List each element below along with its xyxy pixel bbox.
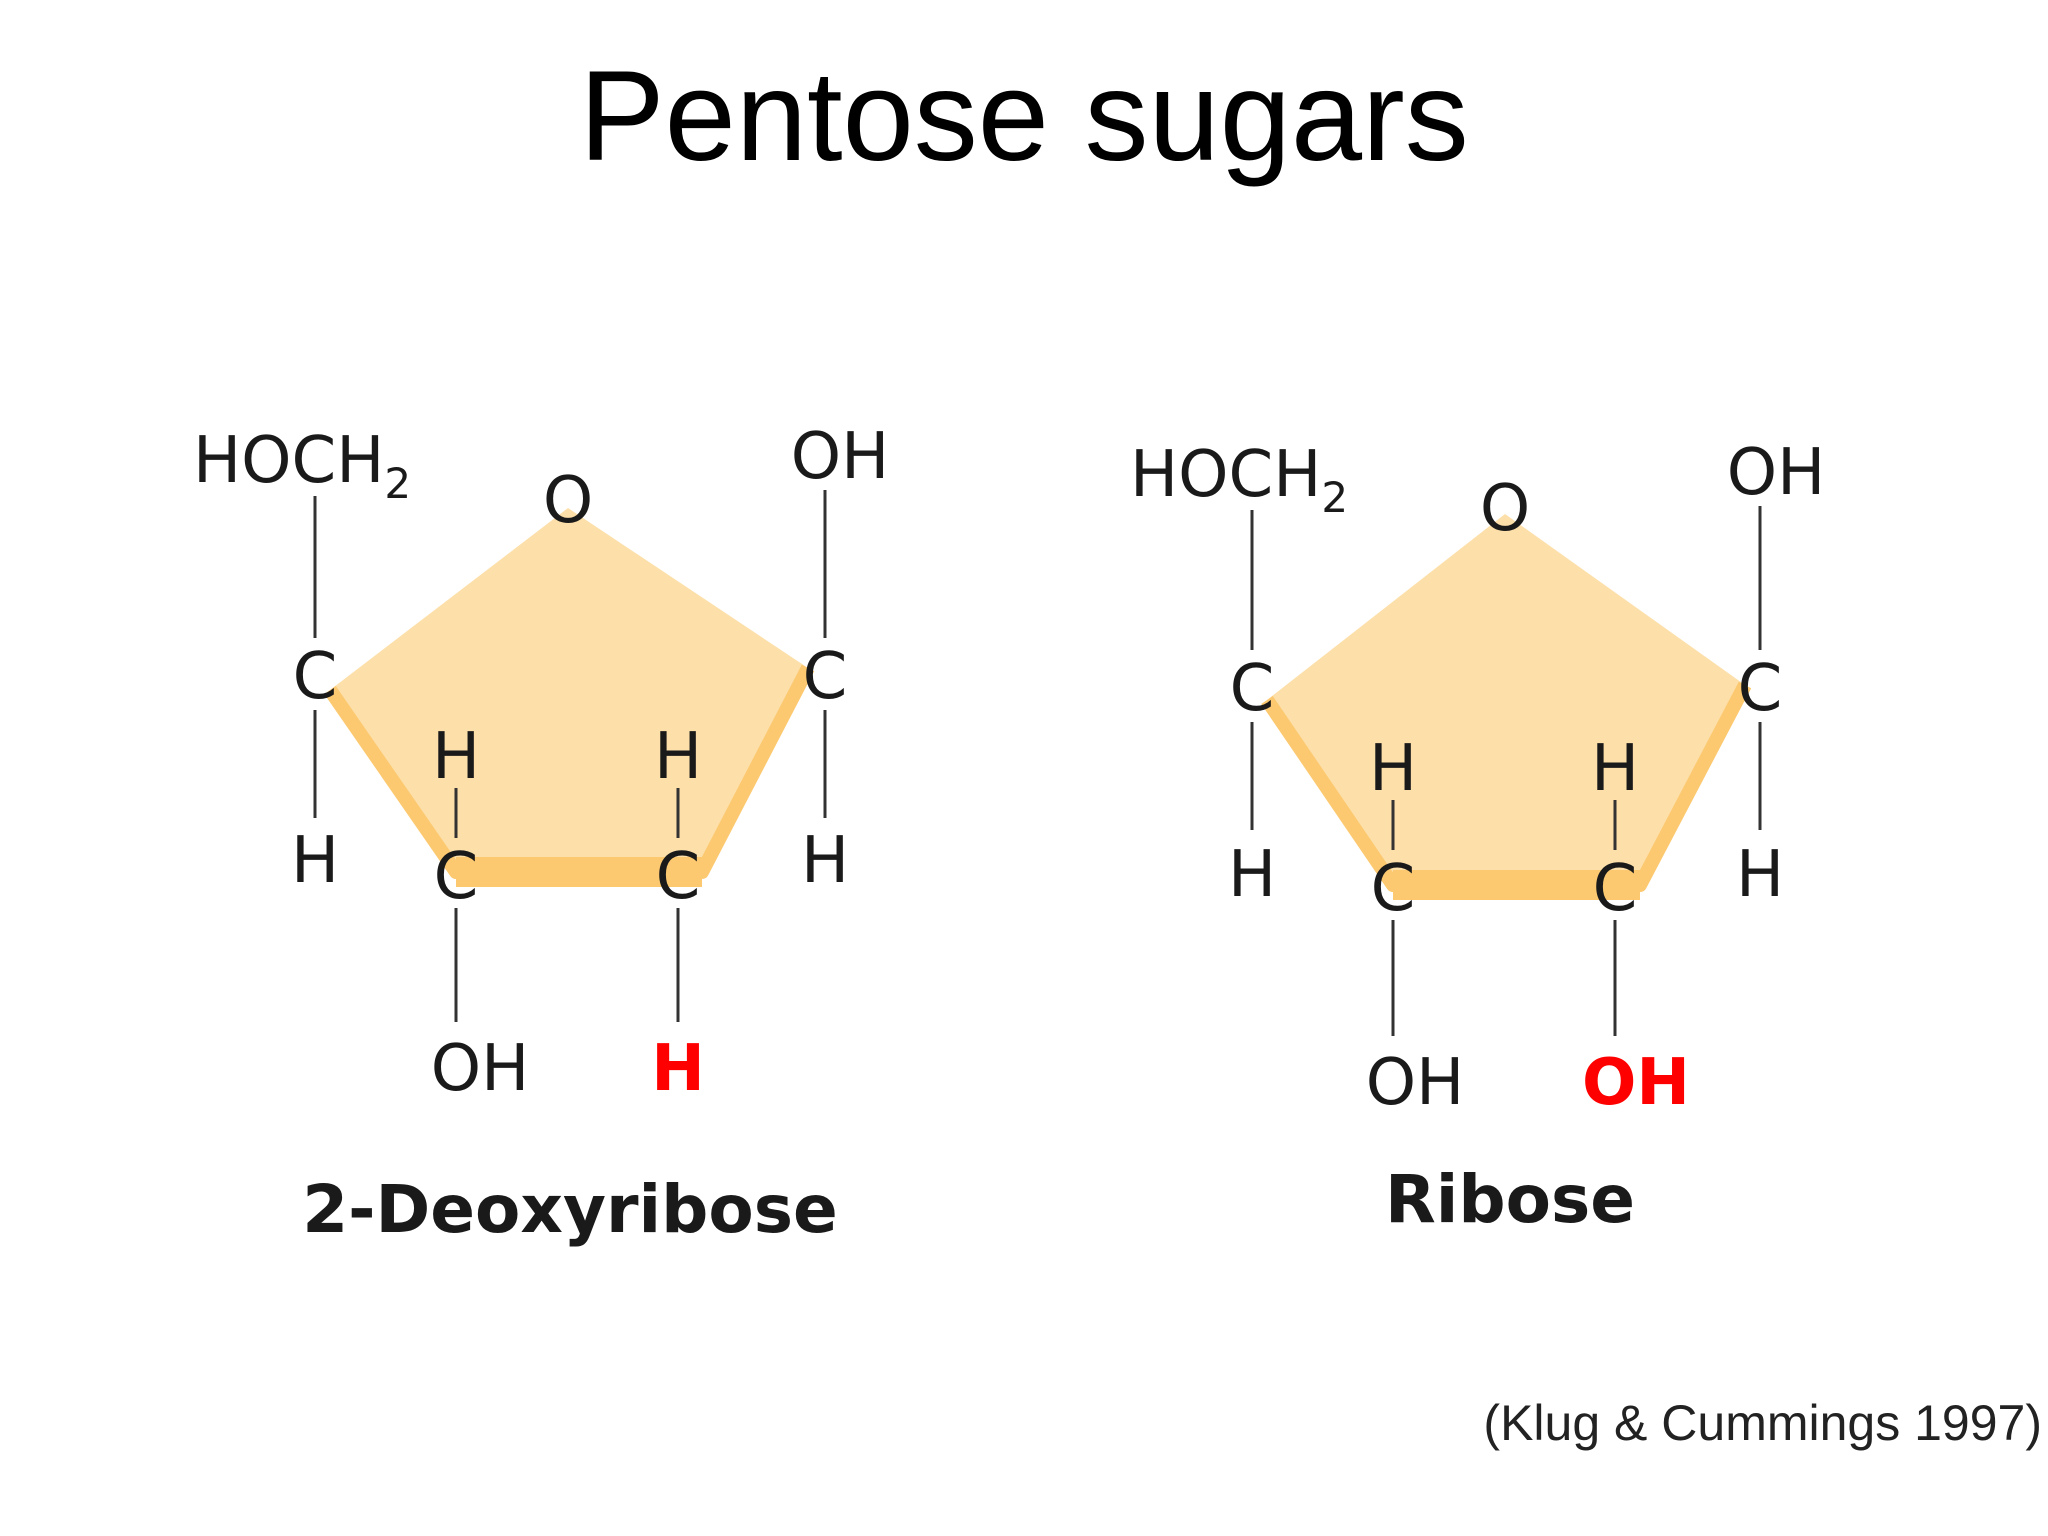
furanose-ring (1267, 514, 1745, 885)
molecule-deoxyribose: HOCH2 O OH C C H H H H C C OH H 2-Deoxyr… (193, 420, 889, 1248)
c3-oh-label: OH (431, 1032, 530, 1106)
c2-carbon: C (1593, 852, 1638, 926)
molecule-ribose: HOCH2 O OH C C H H H H C C OH OH Ribose (1130, 436, 1825, 1238)
c1-oh-label: OH (791, 420, 890, 494)
furanose-ring (330, 508, 808, 872)
molecule-name-deoxyribose: 2-Deoxyribose (302, 1171, 838, 1248)
c1-h-label: H (801, 824, 849, 898)
c3-h-label: H (432, 720, 480, 794)
c4-carbon: C (1230, 652, 1275, 726)
c2-carbon: C (656, 840, 701, 914)
hoch2-label: HOCH2 (193, 424, 411, 508)
ring-oxygen: O (1480, 472, 1530, 546)
hoch2-label: HOCH2 (1130, 438, 1348, 522)
c3-oh-label: OH (1366, 1046, 1465, 1120)
c4-h-label: H (291, 824, 339, 898)
c1-oh-label: OH (1727, 436, 1826, 510)
c2-highlight-h: H (651, 1032, 705, 1106)
ring-oxygen: O (543, 464, 593, 538)
slide-title: Pentose sugars (579, 45, 1469, 188)
c4-h-label: H (1228, 838, 1276, 912)
c1-h-label: H (1736, 838, 1784, 912)
c3-carbon: C (434, 840, 479, 914)
c3-carbon: C (1371, 852, 1416, 926)
c3-h-label: H (1369, 732, 1417, 806)
c1-carbon: C (1738, 652, 1783, 726)
c2-h-label: H (654, 720, 702, 794)
c2-highlight-oh: OH (1582, 1046, 1690, 1120)
c1-carbon: C (803, 640, 848, 714)
c2-h-label: H (1591, 732, 1639, 806)
citation: (Klug & Cummings 1997) (1483, 1395, 2042, 1451)
molecule-name-ribose: Ribose (1385, 1161, 1635, 1238)
c4-carbon: C (293, 640, 338, 714)
